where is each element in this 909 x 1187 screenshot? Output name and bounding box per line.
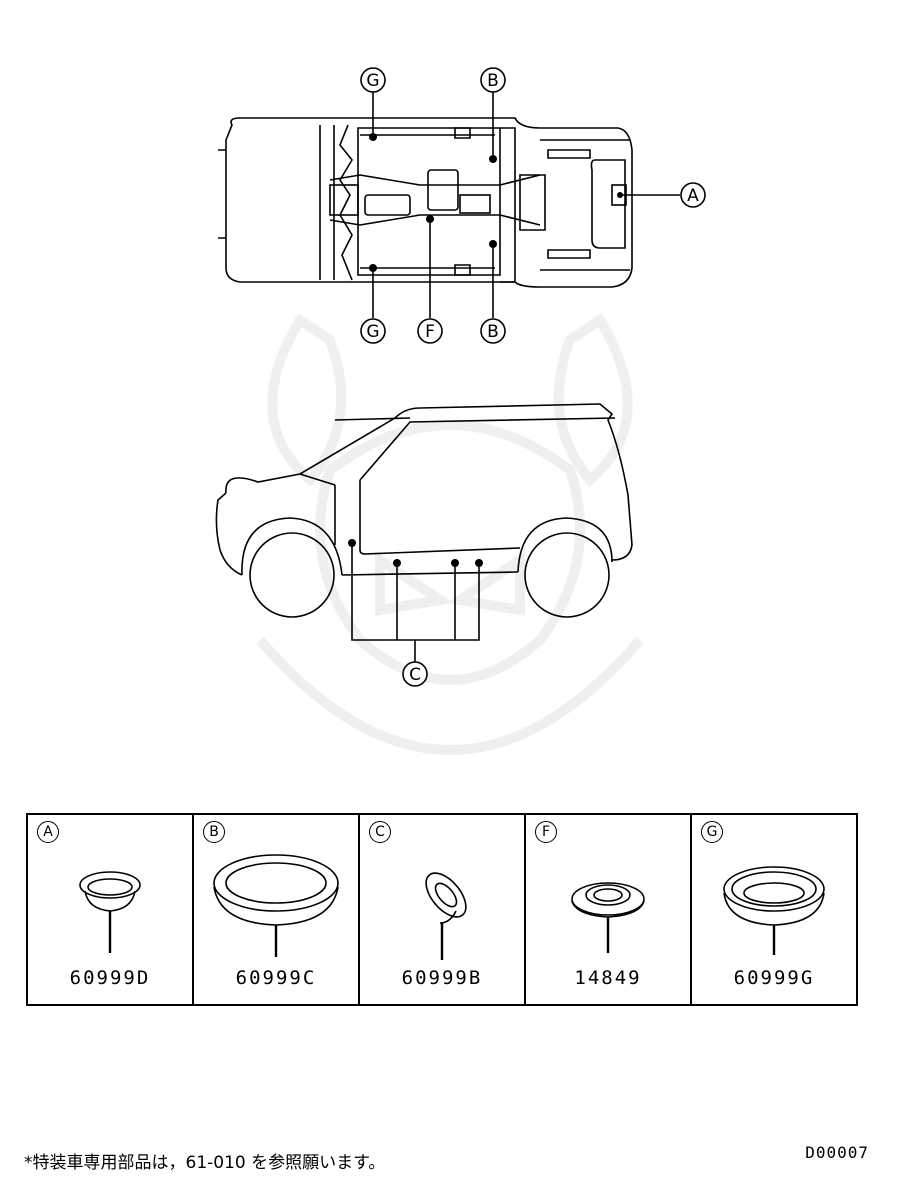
svg-text:G: G: [366, 71, 379, 91]
angled-grommet-icon: [425, 872, 467, 960]
side-view-leader-lines: [351, 547, 480, 662]
callout-c: C: [402, 661, 428, 687]
part-number-g: 60999G: [733, 967, 815, 989]
part-letter-b: B: [203, 821, 225, 843]
part-cell-f: F 14849: [526, 815, 692, 1004]
part-cell-a: A 60999D: [28, 815, 194, 1004]
part-letter-a: A: [37, 821, 59, 843]
callout-g-bottom: G: [360, 318, 386, 344]
part-cell-b: B 60999C: [194, 815, 360, 1004]
part-cell-g: G 60999G: [692, 815, 856, 1004]
part-number-c: 60999B: [401, 967, 483, 989]
part-number-f: 14849: [574, 967, 642, 989]
callout-g-top: G: [360, 67, 386, 93]
diagram-code: D00007: [805, 1143, 869, 1162]
side-view-vehicle: [215, 403, 633, 618]
part-cell-c: C 60999B: [360, 815, 526, 1004]
parts-table: A 60999D B 60999C C: [26, 813, 858, 1006]
part-number-b: 60999C: [235, 967, 317, 989]
svg-text:B: B: [487, 322, 499, 342]
top-view-leader-lines: [372, 92, 680, 318]
footnote: *特装車専用部品は，61-010 を参照願います。: [24, 1153, 386, 1173]
side-view-plug-markers: [348, 539, 483, 567]
part-letter-g: G: [701, 821, 723, 843]
small-plug-icon: [79, 871, 141, 953]
top-view-plug-markers: [369, 133, 623, 272]
medium-grommet-icon: [571, 882, 645, 953]
callout-b-bottom: B: [480, 318, 506, 344]
top-view-vehicle: [218, 117, 633, 288]
callout-f-bottom: F: [417, 318, 443, 344]
parts-diagram: G B A G F B: [215, 67, 706, 755]
svg-text:C: C: [409, 665, 421, 685]
svg-text:F: F: [425, 322, 435, 342]
large-plug-icon: [213, 854, 339, 957]
callout-b-top: B: [480, 67, 506, 93]
svg-text:B: B: [487, 71, 499, 91]
large-grommet-icon: [723, 866, 825, 955]
callout-a-right: A: [680, 182, 706, 208]
svg-text:G: G: [366, 322, 379, 342]
part-letter-c: C: [369, 821, 391, 843]
watermark-emblem: [256, 312, 644, 755]
part-letter-f: F: [535, 821, 557, 843]
part-number-a: 60999D: [69, 967, 151, 989]
svg-text:A: A: [687, 186, 699, 206]
